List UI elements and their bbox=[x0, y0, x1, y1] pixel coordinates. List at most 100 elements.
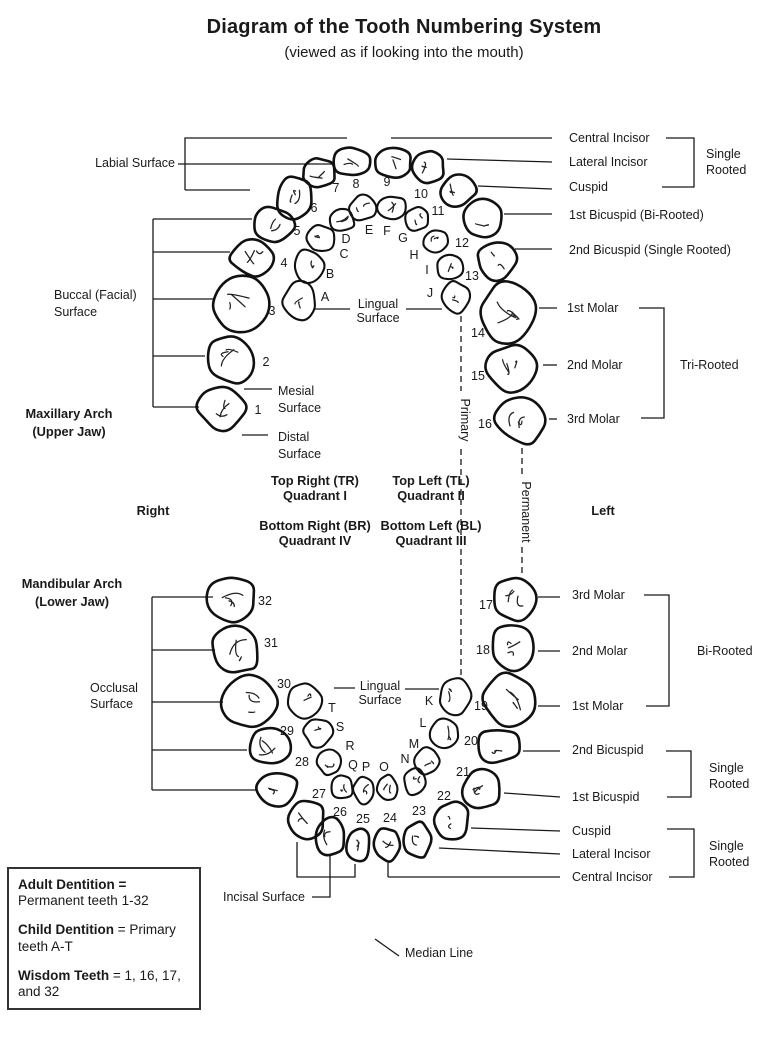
quadrant-tl-line1-label: Top Left (TL) bbox=[392, 473, 469, 488]
legend-adult-detail: Permanent teeth 1-32 bbox=[18, 893, 149, 909]
left-side-label: Left bbox=[591, 503, 615, 518]
legend-child-dentition: Child Dentition = Primary teeth A-T bbox=[18, 922, 190, 954]
tooth-J: J bbox=[427, 280, 472, 315]
tooth-25: 25 bbox=[345, 812, 371, 863]
tooth-8-label: 8 bbox=[353, 177, 360, 191]
median-line-label: Median Line bbox=[405, 946, 473, 960]
page-subtitle: (viewed as if looking into the mouth) bbox=[284, 44, 524, 61]
quadrant-bl-line2-label: Quadrant III bbox=[395, 533, 466, 548]
tooth-Q-label: Q bbox=[348, 758, 358, 772]
tooth-16-label: 16 bbox=[478, 417, 492, 431]
permanent-dentition-label: Permanent bbox=[519, 481, 533, 543]
tooth-E: E bbox=[347, 193, 378, 237]
tooth-2-label: 2 bbox=[263, 355, 270, 369]
right-side-label: Right bbox=[137, 503, 170, 518]
tooth-11: 11 bbox=[432, 173, 478, 218]
tooth-B: B bbox=[293, 248, 334, 285]
tooth-25-label: 25 bbox=[356, 812, 370, 826]
tooth-1-label: 1 bbox=[255, 403, 262, 417]
cuspid-upper-label: Cuspid bbox=[569, 180, 608, 194]
tooth-31: 31 bbox=[211, 624, 278, 674]
tooth-N-label: N bbox=[400, 752, 409, 766]
tooth-32-label: 32 bbox=[258, 594, 272, 608]
cuspid-lower-line bbox=[470, 827, 561, 832]
legend-adult-dentition: Adult Dentition = Permanent teeth 1-32 bbox=[18, 877, 190, 909]
tooth-11-label: 11 bbox=[432, 204, 445, 218]
tooth-12: 12 bbox=[455, 197, 503, 250]
tooth-13: 13 bbox=[465, 241, 519, 283]
single-rooted-mid-line2-label: Rooted bbox=[709, 777, 749, 791]
lingual-surface-lower-line2-label: Surface bbox=[358, 693, 401, 707]
tooth-J-label: J bbox=[427, 286, 433, 300]
tooth-P: P bbox=[351, 760, 375, 806]
single-rooted-lower-line2-label: Rooted bbox=[709, 855, 749, 869]
first-molar-lower-label: 1st Molar bbox=[572, 699, 623, 713]
tooth-27: 27 bbox=[286, 787, 326, 841]
tooth-21: 21 bbox=[456, 765, 501, 810]
central-incisor-lower-label: Central Incisor bbox=[572, 870, 653, 884]
tooth-Q: Q bbox=[330, 758, 358, 800]
buccal-surface-line2-label: Surface bbox=[54, 305, 97, 319]
single-rooted-upper-bracket bbox=[662, 137, 695, 188]
tooth-S-label: S bbox=[336, 720, 344, 734]
cuspid-lower-label: Cuspid bbox=[572, 824, 611, 838]
lateral-incisor-upper-line bbox=[446, 158, 553, 163]
tooth-5-label: 5 bbox=[294, 224, 301, 238]
tooth-T: T bbox=[286, 682, 336, 720]
tooth-T-label: T bbox=[328, 701, 336, 715]
tooth-12-label: 12 bbox=[455, 236, 469, 250]
tooth-F-label: F bbox=[383, 224, 391, 238]
tooth-24: 24 bbox=[372, 811, 402, 863]
lingual-surface-lower-line1-label: Lingual bbox=[360, 679, 400, 693]
tooth-6-label: 6 bbox=[311, 201, 318, 215]
occlusal-surface-line2-label: Surface bbox=[90, 697, 133, 711]
tooth-R: R bbox=[315, 739, 355, 777]
tooth-1: 1 bbox=[195, 385, 262, 433]
tooth-17-label: 17 bbox=[479, 598, 493, 612]
tooth-G: G bbox=[398, 206, 430, 245]
tooth-6: 6 bbox=[275, 175, 318, 221]
tooth-19: 19 bbox=[474, 671, 537, 729]
tooth-28: 28 bbox=[255, 755, 309, 808]
tooth-18-label: 18 bbox=[476, 643, 490, 657]
tooth-13-label: 13 bbox=[465, 269, 479, 283]
labial-surface-bracket bbox=[178, 137, 347, 191]
tooth-F: F bbox=[376, 195, 407, 238]
mesial-surface-line1-label: Mesial bbox=[278, 384, 314, 398]
single-rooted-upper-line1-label: Single bbox=[706, 147, 741, 161]
legend-wisdom-teeth: Wisdom Teeth = 1, 16, 17, and 32 bbox=[18, 968, 190, 1000]
mesial-surface-line2-label: Surface bbox=[278, 401, 321, 415]
diagram-header: Diagram of the Tooth Numbering System (v… bbox=[20, 16, 768, 61]
tooth-22: 22 bbox=[432, 789, 470, 841]
lingual-surface-lower-lines bbox=[334, 687, 439, 690]
maxillary-arch-line2-label: (Upper Jaw) bbox=[32, 424, 105, 439]
second-bicuspid-upper-label: 2nd Bicuspid (Single Rooted) bbox=[569, 243, 731, 257]
tooth-M-label: M bbox=[409, 737, 419, 751]
tooth-16: 16 bbox=[478, 396, 547, 446]
tooth-P-label: P bbox=[362, 760, 370, 774]
primary-dentition-label: Primary bbox=[458, 398, 472, 442]
first-bicuspid-upper-label: 1st Bicuspid (Bi-Rooted) bbox=[569, 208, 704, 222]
third-molar-upper-label: 3rd Molar bbox=[567, 412, 620, 426]
tooth-29-label: 29 bbox=[280, 724, 294, 738]
distal-surface-line2-label: Surface bbox=[278, 447, 321, 461]
tooth-17: 17 bbox=[479, 576, 538, 623]
tooth-7-label: 7 bbox=[333, 181, 340, 195]
legend-child-term: Child Dentition bbox=[18, 922, 114, 938]
tooth-O-label: O bbox=[379, 760, 389, 774]
bi-rooted-bracket bbox=[644, 594, 670, 707]
second-bicuspid-lower-label: 2nd Bicuspid bbox=[572, 743, 644, 757]
central-incisor-upper-label: Central Incisor bbox=[569, 131, 650, 145]
page-title: Diagram of the Tooth Numbering System bbox=[206, 16, 602, 38]
tooth-D-label: D bbox=[341, 232, 350, 246]
legend-wisdom-term: Wisdom Teeth bbox=[18, 967, 110, 983]
tooth-22-label: 22 bbox=[437, 789, 451, 803]
single-rooted-upper-line2-label: Rooted bbox=[706, 163, 746, 177]
tooth-32: 32 bbox=[205, 576, 272, 624]
single-rooted-mid-line1-label: Single bbox=[709, 761, 744, 775]
single-rooted-lower-bracket bbox=[667, 828, 695, 878]
tooth-L-label: L bbox=[420, 716, 427, 730]
tooth-N: N bbox=[400, 752, 427, 797]
